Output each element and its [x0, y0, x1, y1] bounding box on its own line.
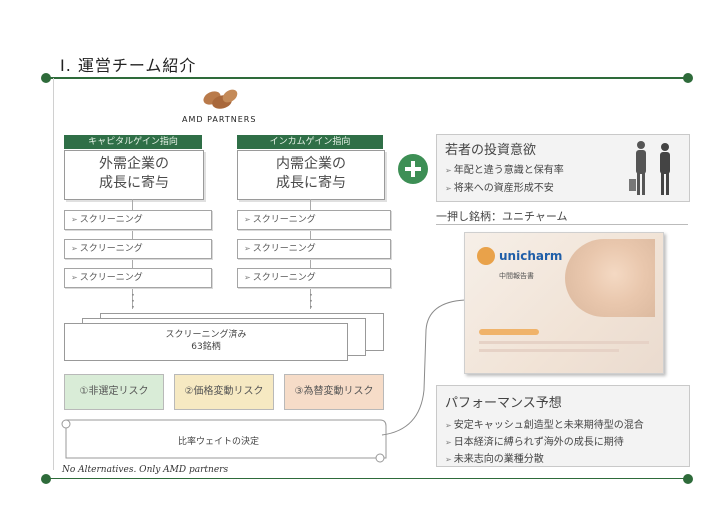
bullet-triangle-icon: ➢: [71, 273, 78, 282]
vertical-ellipsis-left: ···: [131, 288, 135, 314]
screening-right-2: ➢スクリーニング: [237, 239, 391, 259]
bullet-triangle-icon: ➢: [445, 421, 452, 430]
pick-underline: [436, 224, 688, 225]
screened-line2: 63銘柄: [191, 342, 221, 352]
title-rule: [46, 77, 688, 79]
bullet-triangle-icon: ➢: [71, 215, 78, 224]
capital-gain-panel: 外需企業の 成長に寄与: [64, 150, 204, 200]
brochure-text-line1: [479, 341, 649, 344]
weight-scroll-shape: [61, 419, 387, 463]
bullet-triangle-icon: ➢: [445, 184, 452, 193]
income-gain-panel: 内需企業の 成長に寄与: [237, 150, 385, 200]
risk-box-3: ③為替変動リスク: [284, 374, 384, 410]
bullet-triangle-icon: ➢: [244, 244, 251, 253]
bullet-triangle-icon: ➢: [71, 244, 78, 253]
youth-heading: 若者の投資意欲: [445, 143, 537, 158]
bullet-triangle-icon: ➢: [244, 273, 251, 282]
bottom-rule: [46, 478, 688, 479]
bottom-rule-dot-right: [683, 474, 693, 484]
screening-left-1: ➢スクリーニング: [64, 210, 212, 230]
screening-left-3: ➢スクリーニング: [64, 268, 212, 288]
business-people-icon: [629, 141, 670, 195]
capital-gain-line1: 外需企業の: [99, 156, 169, 172]
performance-item-2: ➢日本経済に縛られず海外の成長に期待: [445, 437, 624, 448]
screening-left-2: ➢スクリーニング: [64, 239, 212, 259]
performance-item-3: ➢未来志向の業種分散: [445, 454, 544, 465]
vertical-ellipsis-right: ···: [309, 288, 313, 314]
brochure-text-band: [479, 329, 539, 335]
risk-box-2: ②価格変動リスク: [174, 374, 274, 410]
unicharm-brochure-image: unicharm 中間報告書: [464, 232, 664, 374]
youth-investment-box: 若者の投資意欲 ➢年配と違う意識と保有率 ➢将来への資産形成不安: [436, 134, 690, 202]
performance-item-1: ➢安定キャッシュ創造型と未来期待型の混合: [445, 420, 644, 431]
performance-heading: パフォーマンス予想: [445, 396, 562, 411]
connector-curves: [381, 299, 466, 436]
screening-right-3: ➢スクリーニング: [237, 268, 391, 288]
bullet-triangle-icon: ➢: [445, 438, 452, 447]
income-gain-header: インカムゲイン指向: [237, 135, 383, 149]
screened-result-card: スクリーニング済み 63銘柄: [64, 323, 348, 361]
screening-right-1: ➢スクリーニング: [237, 210, 391, 230]
footer-note: No Alternatives. Only AMD partners: [62, 465, 229, 475]
pick-label: 一押し銘柄：ユニチャーム: [436, 210, 568, 223]
logo-text: AMD partners: [182, 115, 257, 124]
weight-decision-text: 比率ウェイトの決定: [178, 437, 260, 447]
brochure-subtitle: 中間報告書: [499, 272, 534, 280]
almond-logo-icon: [203, 89, 238, 109]
brochure-logo-circle: [477, 247, 495, 265]
capital-gain-line2: 成長に寄与: [99, 175, 169, 191]
income-gain-line1: 内需企業の: [276, 156, 346, 172]
capital-gain-header: キャピタルゲイン指向: [64, 135, 202, 149]
plus-icon: [398, 154, 428, 184]
risk-box-1: ①非選定リスク: [64, 374, 164, 410]
income-gain-line2: 成長に寄与: [276, 175, 346, 191]
screened-line1: スクリーニング済み: [165, 330, 247, 340]
bottom-rule-dot-left: [41, 474, 51, 484]
bullet-triangle-icon: ➢: [244, 215, 251, 224]
page-title: Ⅰ. 運営チーム紹介: [60, 56, 197, 75]
bullet-triangle-icon: ➢: [445, 166, 452, 175]
bullet-triangle-icon: ➢: [445, 455, 452, 464]
left-vertical-rule: [53, 78, 54, 470]
brochure-text-line2: [479, 349, 619, 352]
brochure-brand: unicharm: [499, 249, 563, 263]
title-rule-dot-right: [683, 73, 693, 83]
performance-box: パフォーマンス予想 ➢安定キャッシュ創造型と未来期待型の混合 ➢日本経済に縛られ…: [436, 385, 690, 467]
youth-item-1: ➢年配と違う意識と保有率: [445, 165, 564, 176]
brochure-photo: [565, 239, 655, 317]
youth-item-2: ➢将来への資産形成不安: [445, 183, 554, 194]
